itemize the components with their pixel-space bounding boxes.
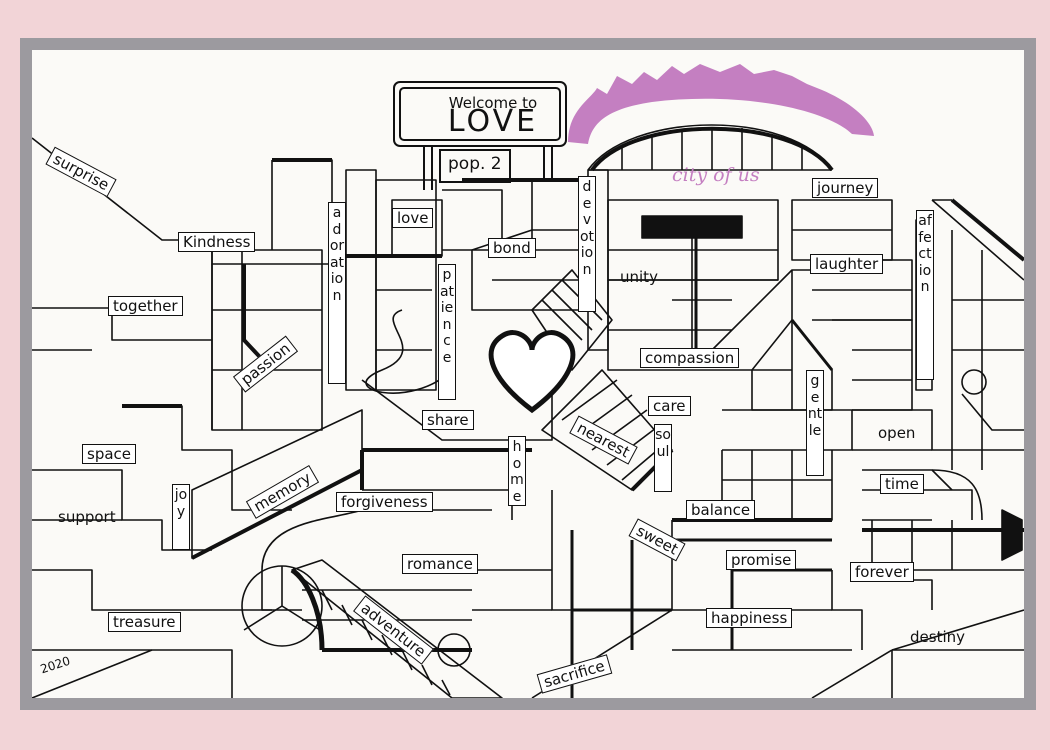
word-laughter: laughter <box>810 254 884 274</box>
word-support: support <box>58 508 116 526</box>
word-joy: joy <box>172 484 190 550</box>
word-home: home <box>508 436 526 506</box>
word-romance: romance <box>402 554 478 574</box>
ramp-adventure <box>291 559 503 698</box>
word-time: time <box>880 474 924 494</box>
left-ground-line <box>32 307 213 430</box>
word-promise: promise <box>726 550 797 570</box>
word-soul: soul <box>654 424 672 492</box>
word-kindness: Kindness <box>178 232 256 252</box>
word-love: love <box>392 208 434 228</box>
sign-title: LOVE <box>447 104 539 139</box>
city-drawing <box>32 64 1024 698</box>
word-affection: affection <box>916 210 934 380</box>
word-adoration: adoration <box>328 202 346 384</box>
word-balance: balance <box>686 500 756 520</box>
word-destiny: destiny <box>910 628 965 646</box>
word-devotion: devotion <box>578 176 596 312</box>
tower-adoration <box>345 169 377 391</box>
word-forever: forever <box>850 562 914 582</box>
word-open: open <box>878 424 916 442</box>
word-share: share <box>422 410 474 430</box>
word-treasure: treasure <box>108 612 181 632</box>
share-block <box>361 379 553 441</box>
word-happiness: happiness <box>706 608 793 628</box>
word-bond: bond <box>488 238 536 258</box>
word-forgiveness: forgiveness <box>336 492 433 512</box>
arrow-right-icon <box>1001 509 1023 561</box>
word-together: together <box>108 296 183 316</box>
sign-welcome-text: Welcome to <box>448 94 538 112</box>
drawing-paper: Welcome to LOVE pop. 2 city of us surpri… <box>32 50 1024 698</box>
city-label: city of us <box>672 164 760 186</box>
pink-banner <box>568 64 874 144</box>
word-compassion: compassion <box>640 348 740 368</box>
building-kindness <box>211 249 323 431</box>
word-care: care <box>648 396 691 416</box>
word-journey: journey <box>812 178 879 198</box>
word-patience: patience <box>438 264 456 400</box>
heart-icon <box>488 330 576 414</box>
word-unity: unity <box>620 268 658 286</box>
picture-frame: Welcome to LOVE pop. 2 city of us surpri… <box>20 38 1036 710</box>
sign-population: pop. 2 <box>448 154 502 174</box>
welcome-sign <box>393 81 567 190</box>
word-gentle: gentle <box>806 370 824 476</box>
word-space: space <box>82 444 137 464</box>
